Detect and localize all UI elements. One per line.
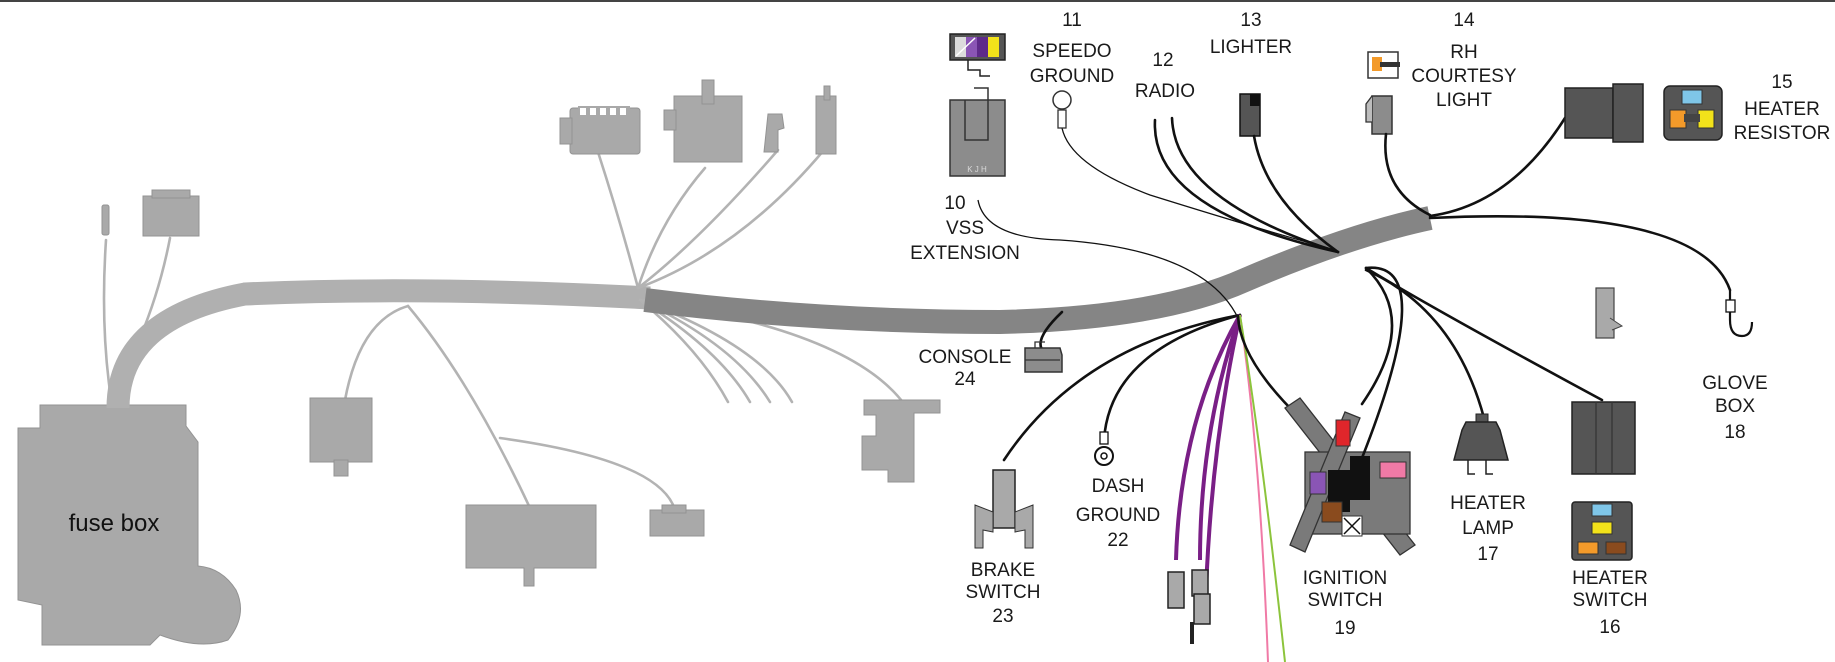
grey-connector-3-cap: [661, 504, 687, 514]
wire-vss: [977, 199, 1239, 319]
glove-box-number: 18: [1724, 422, 1745, 443]
wire-ignition: [1236, 314, 1302, 420]
dash-ground-label-line2: GROUND: [1076, 505, 1160, 526]
heater-resistor-label-line2: RESISTOR: [1734, 123, 1831, 144]
ignition-switch-connector: [1284, 397, 1416, 556]
brake-switch-number: 23: [992, 606, 1013, 627]
vss-label-line2: EXTENSION: [910, 243, 1020, 264]
wire-speedo-ground: [1061, 127, 1336, 251]
dash-ground-label-line1: DASH: [1092, 476, 1145, 497]
courtesy-label-line3: LIGHT: [1436, 90, 1492, 111]
console-label: CONSOLE: [919, 347, 1012, 368]
brake-switch-connector: [974, 469, 1034, 549]
wire-heater-switch-b: [1360, 266, 1404, 460]
brake-switch-label-line1: BRAKE: [971, 560, 1035, 581]
heater-switch-connector: [1571, 287, 1636, 561]
grey-connector-lower: [861, 399, 941, 483]
wire-upper-1: [596, 150, 640, 290]
wire-purple-1: [1174, 314, 1242, 561]
heater-switch-label-line1: HEATER: [1572, 568, 1648, 589]
wire-purple-3: [1204, 314, 1242, 591]
ignition-switch-label-line1: IGNITION: [1303, 568, 1387, 589]
radio-label: RADIO: [1135, 81, 1195, 102]
small-pin-connector: [101, 204, 110, 236]
courtesy-number: 14: [1453, 10, 1475, 31]
courtesy-label-line1: RH: [1450, 42, 1477, 63]
wire-lighter: [1252, 134, 1340, 254]
brake-switch-label-line2: SWITCH: [966, 582, 1041, 603]
grey-connector-1-tab: [333, 459, 349, 477]
courtesy-label-line2: COURTESY: [1411, 66, 1517, 87]
top-left-connector: [142, 195, 200, 237]
fuse-box-label: fuse box: [69, 510, 160, 537]
grey-connector-1: [309, 397, 373, 463]
ignition-switch-label-line2: SWITCH: [1308, 590, 1383, 611]
wire-upper-4: [636, 148, 826, 290]
grey-connector-upper-4: [815, 85, 837, 155]
vss-number: 10: [944, 193, 965, 214]
wire-branch-2: [406, 304, 532, 510]
purple-wire-connectors: [1167, 569, 1211, 644]
glove-box-label-line2: BOX: [1715, 396, 1755, 417]
heater-resistor-connector: [1564, 83, 1723, 143]
wire-purple-2: [1198, 314, 1242, 561]
speedo-ground-terminal: [1052, 90, 1072, 129]
grey-connector-2: [465, 504, 597, 587]
harness-trunk-dark: [643, 206, 1433, 335]
heater-lamp-connector: [1453, 413, 1509, 475]
lighter-number: 13: [1240, 10, 1261, 31]
top-left-connector-cap: [151, 189, 191, 199]
dash-ground-number: 22: [1107, 530, 1128, 551]
wire-upper-3: [636, 148, 780, 290]
radio-number: 12: [1152, 50, 1173, 71]
heater-resistor-number: 15: [1771, 72, 1792, 93]
console-number: 24: [954, 369, 976, 390]
wire-heater-switch: [1364, 266, 1604, 402]
grey-connector-upper-3: [763, 113, 785, 153]
courtesy-light-connector: [1365, 51, 1400, 135]
wire-courtesy: [1384, 132, 1432, 217]
wire-radio-2: [1170, 116, 1340, 254]
wire-branch-3: [498, 436, 677, 512]
speedo-ground-number: 11: [1062, 10, 1082, 31]
wire-green: [1239, 314, 1286, 662]
heater-switch-number: 16: [1599, 617, 1620, 638]
harness-trunk-light: [106, 279, 651, 409]
wire-heater-resistor: [1428, 116, 1567, 218]
heater-resistor-label-line1: HEATER: [1744, 99, 1820, 120]
top-border-line: [0, 0, 1835, 2]
lighter-connector: [1239, 93, 1261, 137]
speedo-ground-label-line1: SPEEDO: [1032, 41, 1111, 62]
wire-brake-switch: [1002, 313, 1242, 462]
glove-box-terminal: [1725, 290, 1754, 338]
heater-switch-label-line2: SWITCH: [1573, 590, 1648, 611]
heater-lamp-number: 17: [1477, 544, 1498, 565]
ignition-switch-number: 19: [1334, 618, 1355, 639]
heater-lamp-label-line1: HEATER: [1450, 493, 1526, 514]
vss-label-line1: VSS: [946, 218, 984, 239]
wire-upper-2: [636, 166, 707, 290]
speedo-ground-label-line2: GROUND: [1030, 66, 1114, 87]
fuse-box: fuse box: [17, 404, 241, 646]
vss-pin-letters: K J H: [967, 165, 987, 174]
console-connector: [1024, 341, 1063, 373]
wire-heater-switch-a: [1360, 266, 1394, 406]
grey-connector-upper-1: [559, 106, 641, 155]
vss-extension-connector: K J H: [949, 33, 1006, 177]
wire-branch-1: [343, 304, 410, 402]
heater-lamp-label-line2: LAMP: [1462, 518, 1514, 539]
lighter-label: LIGHTER: [1210, 37, 1292, 58]
wire-dash-ground: [1102, 313, 1242, 442]
glove-box-label-line1: GLOVE: [1702, 373, 1767, 394]
grey-connector-3: [649, 509, 705, 537]
wire-glove-box: [1428, 215, 1732, 292]
grey-connector-upper-2: [663, 79, 743, 163]
wire-radio-1: [1153, 118, 1340, 254]
dash-ground-terminal: [1094, 431, 1114, 466]
